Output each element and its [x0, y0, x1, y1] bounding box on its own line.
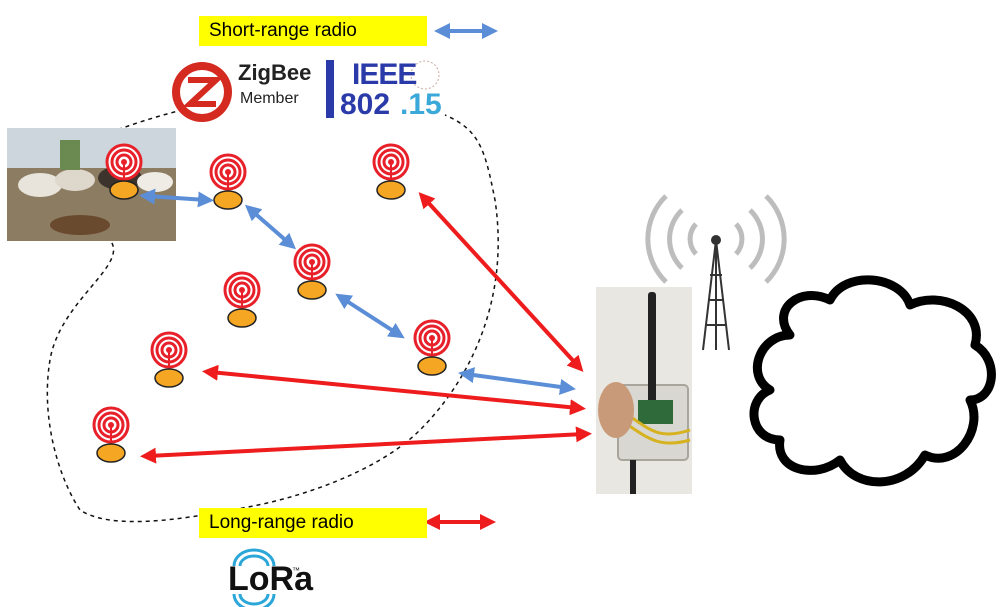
short-range-arrow [335, 293, 405, 339]
long-range-radio-label: Long-range radio [199, 508, 427, 538]
cattle-photo [7, 128, 176, 241]
cloud-icon [749, 275, 996, 487]
lora-trademark-text: ™ [292, 566, 300, 575]
lora-logo-text: LoRa [228, 560, 313, 598]
sensor-node-icon [293, 243, 331, 301]
sensor-node-icon [413, 319, 451, 377]
zigbee-logo-icon [172, 62, 232, 122]
radio-tower-icon [645, 194, 787, 351]
long-range-arrow [202, 364, 586, 416]
short-range-arrow [139, 188, 214, 208]
sensor-node-icon [105, 143, 143, 201]
short-range-arrow [244, 204, 297, 250]
short-range-arrow [458, 367, 576, 395]
sensor-node-icon [92, 406, 130, 464]
long-range-arrow [140, 426, 592, 464]
gateway-photo [596, 287, 692, 494]
ieee-number-text: 802 [340, 88, 391, 121]
sensor-node-icon [223, 271, 261, 329]
sensor-node-icon [209, 153, 247, 211]
zigbee-logo-text: ZigBee [238, 60, 312, 85]
ieee-logo-text: IEEE [352, 58, 417, 91]
long-range-arrow [418, 192, 584, 372]
sensor-node-icon [150, 331, 188, 389]
sensor-node-icon [372, 143, 410, 201]
lora-logo-icon [232, 548, 276, 607]
short-range-radio-label: Short-range radio [199, 16, 427, 46]
long-range-links [140, 192, 592, 530]
ieee-suffix-text: .15 [400, 88, 442, 121]
zigbee-member-text: Member [240, 90, 299, 107]
ieee-802-15-logo-icon [326, 60, 440, 118]
